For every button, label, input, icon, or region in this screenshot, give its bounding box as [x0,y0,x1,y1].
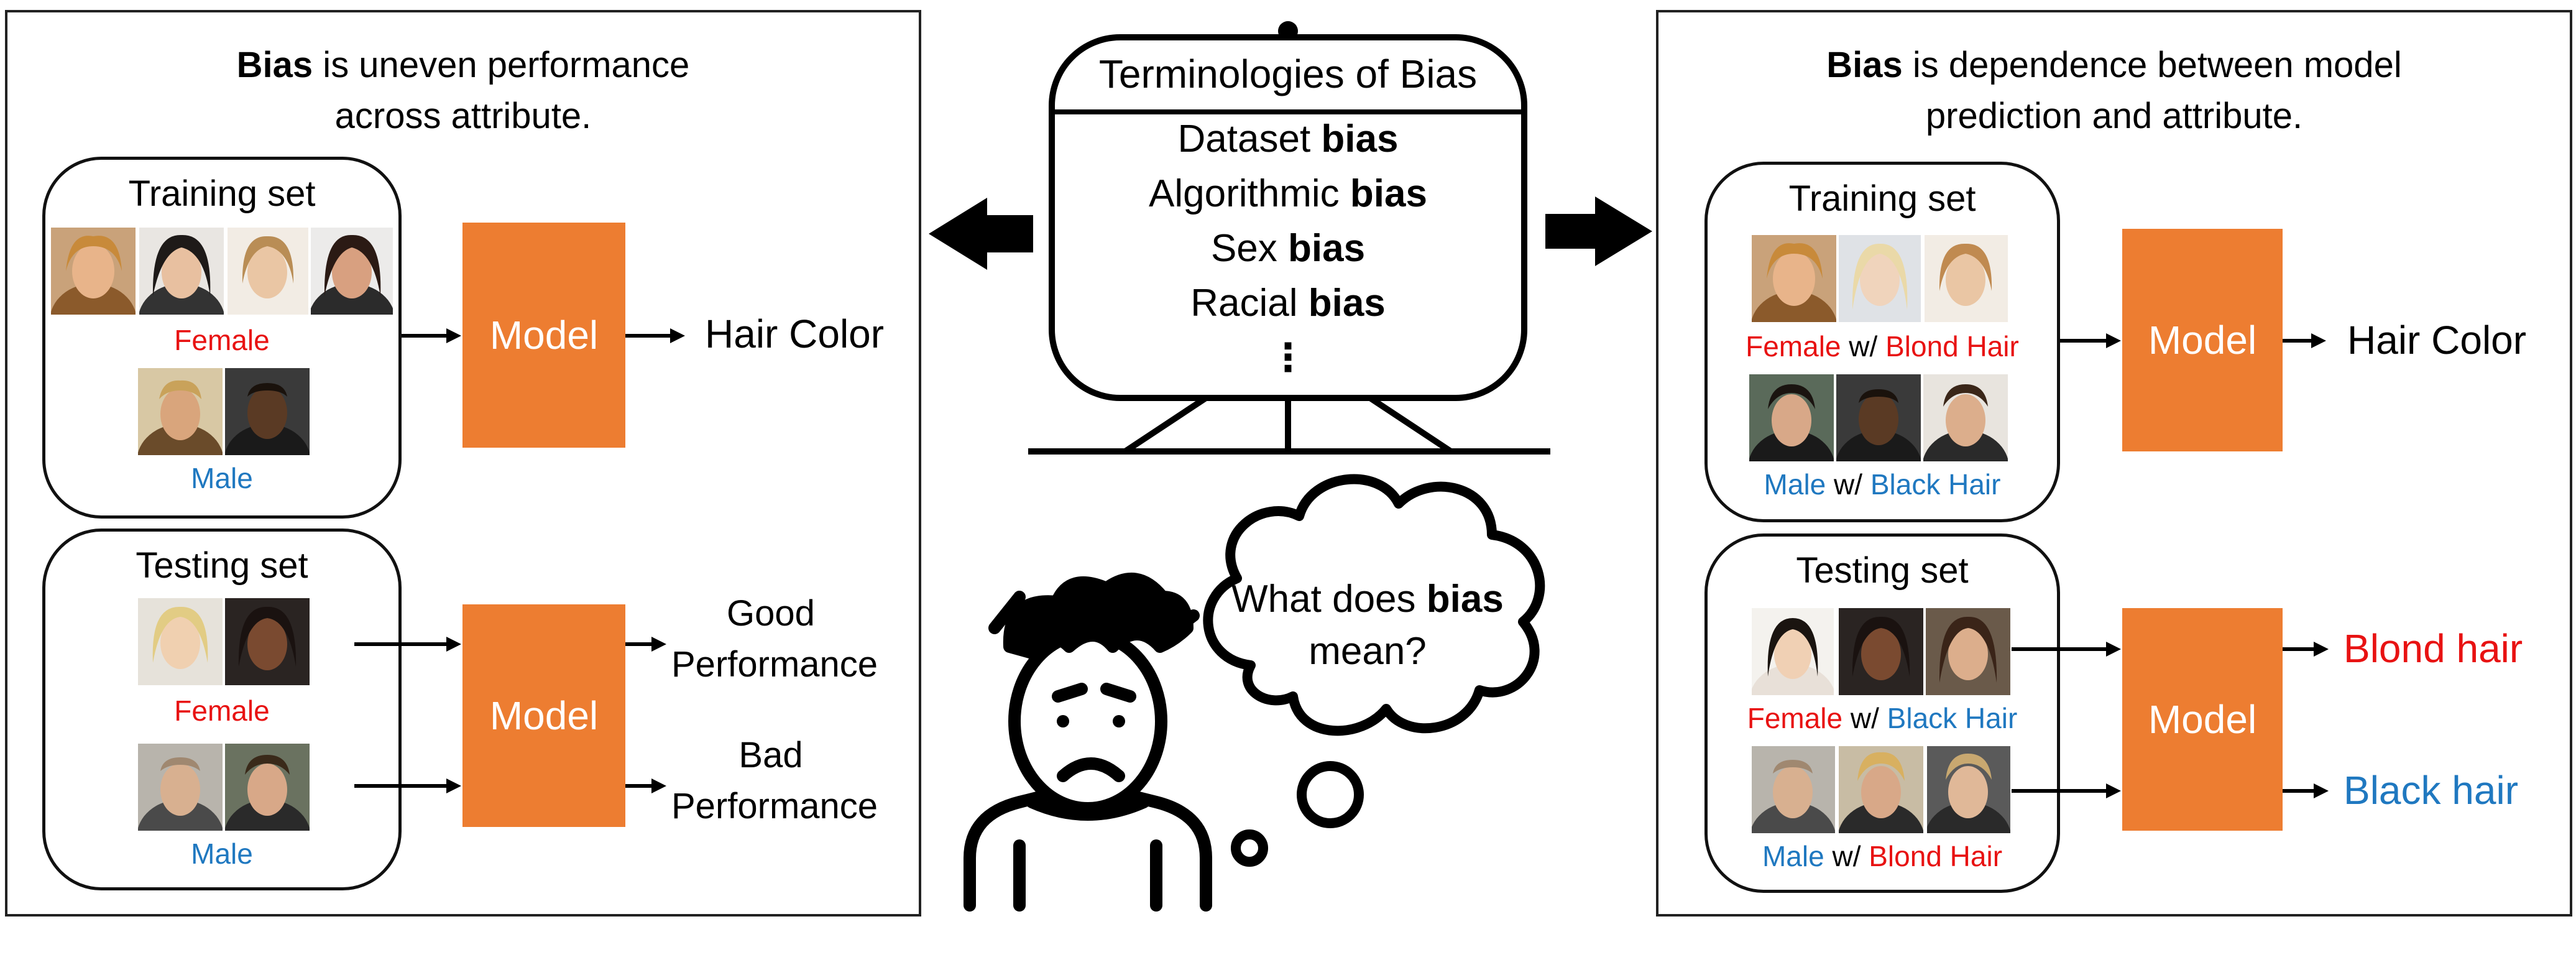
term-item: Racial bias [1052,276,1524,331]
right-train-model: Model [2122,229,2283,451]
right-train-female-label: Female w/ Blond Hair [1704,330,2060,363]
bad-label-line2: Performance [671,786,878,826]
right-test-female-label: Female w/ Black Hair [1704,701,2060,735]
right-test-output-blond: Blond hair [2344,626,2523,671]
thought-bold: bias [1426,578,1504,621]
face-thumbnail [1836,374,1921,461]
face-thumbnail [225,368,310,455]
with-text: w/ [1824,840,1869,872]
face-thumbnail [138,368,223,455]
face-thumbnail [1926,608,2010,695]
with-text: w/ [1842,702,1887,734]
face-thumbnail [1752,235,1836,322]
left-train-output: Hair Color [705,312,885,356]
big-right-arrow [1545,196,1652,266]
female-text: Female [1746,330,1841,362]
right-testing-title: Testing set [1796,550,1969,591]
right-train-output: Hair Color [2347,318,2527,362]
term-prefix: Sex [1210,227,1288,270]
right-heading-bold: Bias [1826,45,1903,85]
big-left-arrow [929,198,1033,270]
term-bold: bias [1288,227,1366,270]
thought-text: What does bias mean? [1218,573,1517,678]
good-label-line2: Performance [671,644,878,685]
face-thumbnail [1923,374,2008,461]
term-bold: bias [1321,118,1399,160]
face-thumbnail [1749,374,1834,461]
term-prefix: Racial [1190,282,1309,325]
left-heading: Bias is uneven performance across attrib… [5,40,921,142]
arrow [2012,333,2329,798]
left-training-box [42,157,402,519]
left-training-title: Training set [128,173,316,214]
left-test-male-label: Male [191,838,253,870]
male-text: Male [1762,840,1824,872]
whiteboard-terms: Dataset bias Algorithmic bias Sex bias R… [1052,112,1524,386]
face-thumbnail [138,598,223,685]
left-test-female-label: Female [174,695,270,727]
female-text: Female [1747,702,1843,734]
black-hair-text: Black Hair [1870,468,2001,501]
face-thumbnail [1925,235,2008,322]
with-text: w/ [1826,468,1870,501]
term-prefix: Dataset [1177,118,1322,160]
right-test-male-label: Male w/ Blond Hair [1704,839,2060,873]
arrow [354,328,685,793]
face-thumbnail [1839,746,1923,833]
term-bold: bias [1308,282,1386,325]
left-test-model: Model [462,604,625,827]
whiteboard [1028,21,1550,455]
blond-hair-text: Blond Hair [1885,330,2019,362]
face-thumbnail [311,228,393,315]
face-thumbnail [228,228,308,315]
left-heading-text: is uneven performance [313,45,690,85]
sad-person-icon [964,573,1212,912]
face-thumbnail [138,744,223,831]
face-thumbnail [1927,746,2010,833]
thought-line1: What does [1231,578,1427,621]
left-train-male-label: Male [191,462,253,494]
face-thumbnail [225,744,310,831]
face-thumbnail [1839,235,1921,322]
right-training-title: Training set [1788,178,1976,219]
face-thumbnail [51,228,136,315]
right-heading: Bias is dependence between model predict… [1656,40,2572,142]
term-item: Dataset bias [1052,112,1524,167]
left-heading-line2: across attribute. [334,96,592,136]
term-item: Sex bias [1052,221,1524,276]
right-test-model: Model [2122,608,2283,831]
left-testing-title: Testing set [136,545,308,586]
good-label-line1: Good [727,593,815,634]
ellipsis: ⋮ [1269,336,1307,379]
term-item: Algorithmic bias [1052,167,1524,221]
face-thumbnail [225,598,310,685]
male-text: Male [1764,468,1826,501]
bad-label-line1: Bad [738,735,803,775]
right-train-male-label: Male w/ Black Hair [1704,468,2060,501]
right-test-output-black: Black hair [2344,768,2518,813]
left-test-bad-output: Bad Performance [671,730,878,832]
with-text: w/ [1841,330,1886,362]
left-test-good-output: Good Performance [671,588,878,690]
right-heading-line2: prediction and attribute. [1925,96,2303,136]
right-heading-text: is dependence between model [1902,45,2402,85]
left-heading-bold: Bias [236,45,313,85]
face-thumbnail [1752,746,1835,833]
whiteboard-title: Terminologies of Bias [1098,52,1478,96]
blond-hair-text: Blond Hair [1869,840,2003,872]
left-train-female-label: Female [174,324,270,356]
face-thumbnail [1752,608,1834,695]
black-hair-text: Black Hair [1887,702,2018,734]
term-prefix: Algorithmic [1149,172,1350,215]
thought-line2: mean? [1309,630,1427,673]
left-train-model: Model [462,223,625,448]
right-training-box [1704,162,2060,522]
thought-cloud [1203,474,1545,867]
face-thumbnail [139,228,224,315]
face-thumbnail [1839,608,1923,695]
term-bold: bias [1350,172,1427,215]
